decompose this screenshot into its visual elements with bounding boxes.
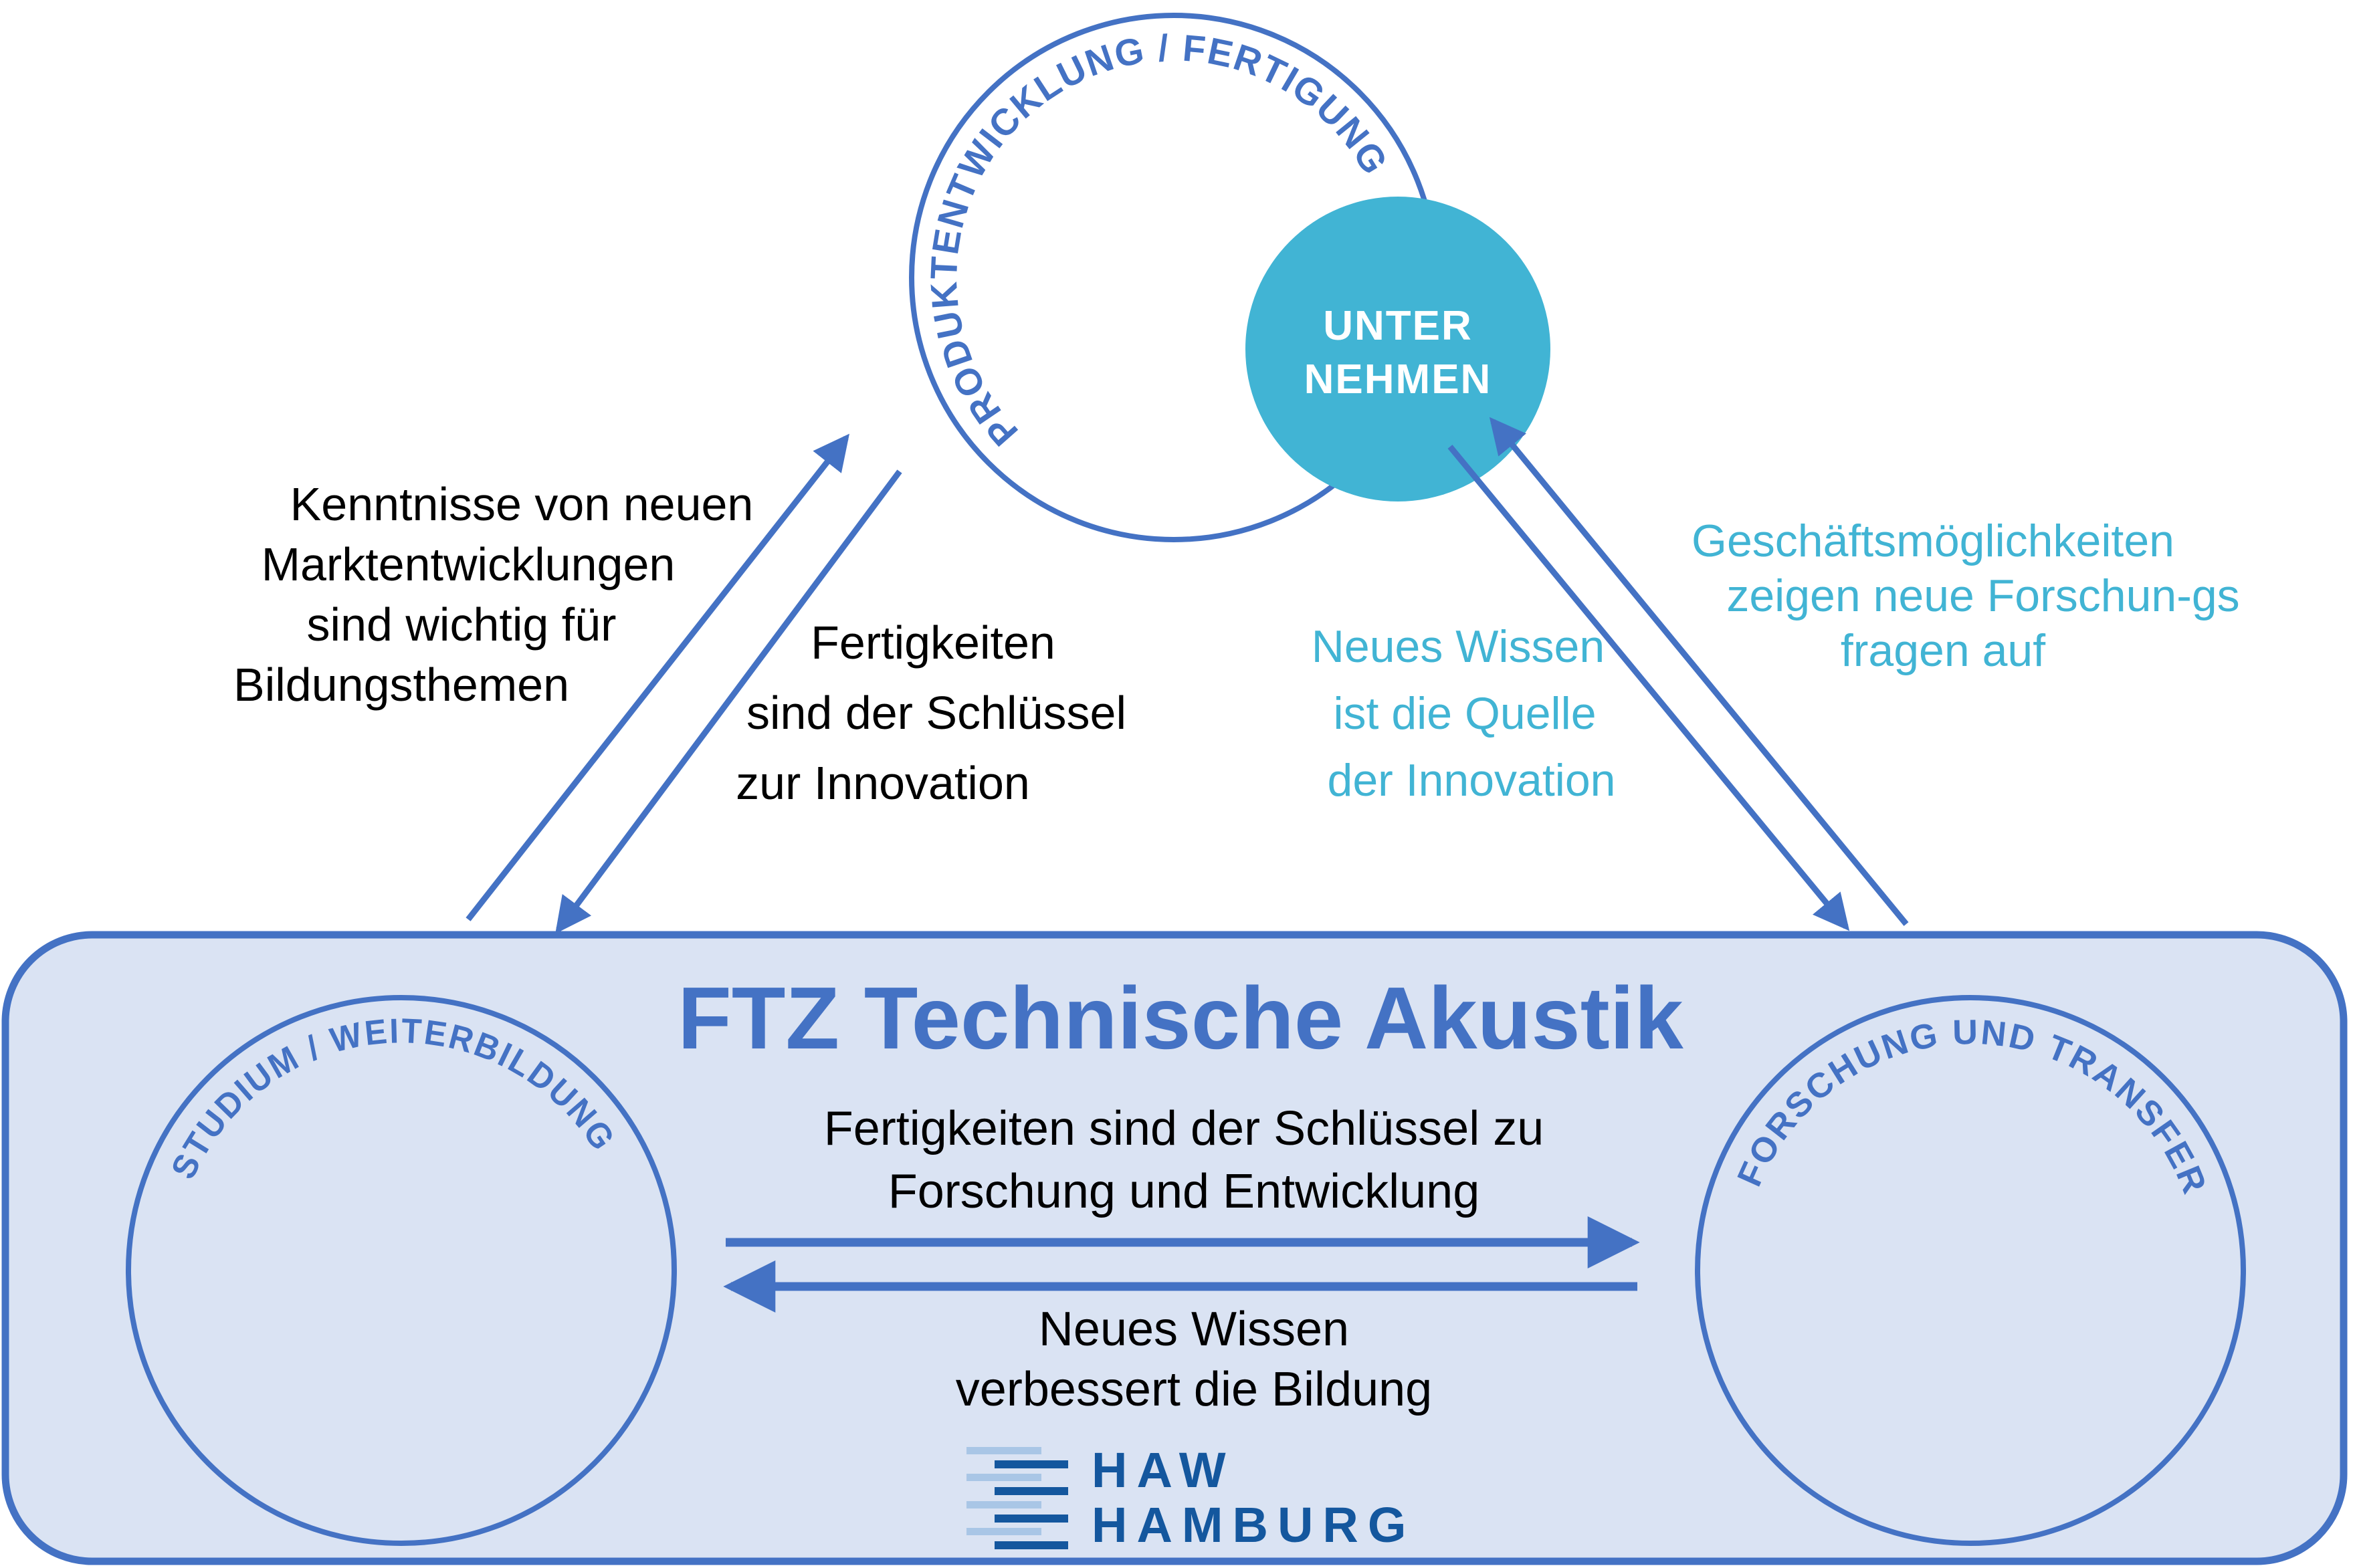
haw-logo-bars-icon	[966, 1447, 1068, 1549]
note-market-knowledge-line3: sind wichtig für	[307, 598, 617, 651]
note-skills-innovation-line3: zur Innovation	[736, 757, 1030, 809]
ftz-box-background	[1, 931, 2348, 1565]
haw-hamburg-logo: HAW HAMBURG	[966, 1442, 1415, 1553]
note-business-opportunities-line1: Geschäftsmöglichkeiten	[1692, 516, 2174, 566]
skills-flow-line2: Forschung und Entwicklung	[888, 1165, 1480, 1218]
haw-logo-line2: HAMBURG	[1092, 1497, 1415, 1553]
arrow-up-skills-to-production	[466, 433, 850, 921]
ftz-box: FTZ Technische Akustik STUDIUM / WEITERB…	[1, 931, 2348, 1565]
note-market-knowledge: Kenntnisse von neuen Marktentwicklungen …	[233, 478, 753, 711]
note-market-knowledge-line2: Marktentwicklungen	[262, 538, 676, 590]
note-market-knowledge-line1: Kenntnisse von neuen	[290, 478, 754, 530]
education-circle	[126, 995, 677, 1546]
knowledge-flow-line2: verbessert die Bildung	[956, 1363, 1432, 1416]
note-new-knowledge-line1: Neues Wissen	[1312, 621, 1605, 672]
note-new-knowledge-line2: ist die Quelle	[1333, 688, 1596, 739]
note-business-opportunities: Geschäftsmöglichkeiten zeigen neue Forsc…	[1692, 516, 2240, 676]
skills-flow-label: Fertigkeiten sind der Schlüssel zu Forsc…	[824, 1102, 1544, 1218]
note-market-knowledge-line4: Bildungsthemen	[233, 659, 569, 711]
knowledge-flow-line1: Neues Wissen	[1039, 1303, 1349, 1356]
company-circle	[1245, 197, 1550, 501]
skills-flow-line1: Fertigkeiten sind der Schlüssel zu	[824, 1102, 1544, 1155]
haw-logo-line1: HAW	[1092, 1442, 1235, 1498]
arrow-down-opportunities-to-research	[1447, 445, 1850, 931]
note-new-knowledge-line3: der Innovation	[1328, 755, 1616, 806]
research-circle	[1695, 995, 2246, 1546]
arrow-up-knowledge-to-company	[1489, 417, 1909, 926]
note-business-opportunities-line3: fragen auf	[1841, 625, 2045, 676]
note-business-opportunities-line2: zeigen neue Forschun-gs	[1726, 570, 2239, 621]
note-skills-innovation-line1: Fertigkeiten	[811, 617, 1055, 669]
ftz-box-title: FTZ Technische Akustik	[678, 969, 1683, 1067]
company-label-line2: NEHMEN	[1304, 356, 1492, 403]
arrow-down-market-knowledge-to-education	[555, 469, 902, 934]
company-circle-group: UNTER NEHMEN	[1245, 197, 1550, 501]
note-new-knowledge: Neues Wissen ist die Quelle der Innovati…	[1312, 621, 1616, 806]
knowledge-flow-label: Neues Wissen verbessert die Bildung	[956, 1303, 1432, 1416]
company-label-line1: UNTER	[1323, 303, 1473, 349]
note-skills-innovation-line2: sind der Schlüssel	[746, 687, 1126, 739]
note-skills-innovation: Fertigkeiten sind der Schlüssel zur Inno…	[736, 617, 1126, 809]
